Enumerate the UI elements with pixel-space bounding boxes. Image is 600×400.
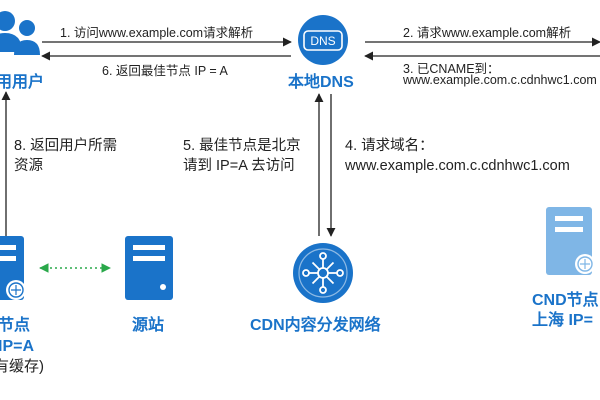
remote-node-label-line1: CND节点 <box>532 292 599 309</box>
dns-icon <box>298 15 348 65</box>
edge-node-label-line1: 节点 <box>0 317 31 334</box>
step3-label-line2: www.example.com.c.cdnhwc1.com <box>403 73 597 87</box>
dns-badge-text: DNS <box>310 34 335 48</box>
step5-label-line2: 请到 IP=A 去访问 <box>183 158 295 174</box>
step8-label-line2: 资源 <box>14 158 43 174</box>
users-icon <box>0 11 40 55</box>
step3-label-line1: 3. 已CNAME到： <box>403 62 500 76</box>
local-dns-label: 本地DNS <box>288 74 354 91</box>
edge-node-server-icon <box>0 236 26 300</box>
arrows <box>1 37 600 237</box>
step2-label: 2. 请求www.example.com解析 <box>403 26 572 40</box>
step4-label-line1: 4. 请求域名： <box>345 138 434 154</box>
remote-node-label-line2: 上海 IP= <box>532 312 593 329</box>
cdn-network-label: CDN内容分发网络 <box>250 317 381 334</box>
step1-label: 1. 访问www.example.com请求解析 <box>60 26 254 40</box>
users-label: 用用户 <box>0 74 45 91</box>
step8-label-line1: 8. 返回用户所需 <box>14 138 118 154</box>
edge-node-label-line3: 有缓存) <box>0 358 44 375</box>
step6-label: 6. 返回最佳节点 IP = A <box>102 64 228 78</box>
origin-label: 源站 <box>132 317 165 334</box>
origin-server-icon <box>125 236 173 300</box>
step4-label-line2: www.example.com.c.cdnhwc1.com <box>345 158 570 174</box>
remote-node-server-icon <box>546 207 595 275</box>
cdn-network-icon <box>293 243 353 303</box>
edge-node-label-line2: IP=A <box>0 338 35 355</box>
step5-label-line1: 5. 最佳节点是北京 <box>183 138 301 154</box>
